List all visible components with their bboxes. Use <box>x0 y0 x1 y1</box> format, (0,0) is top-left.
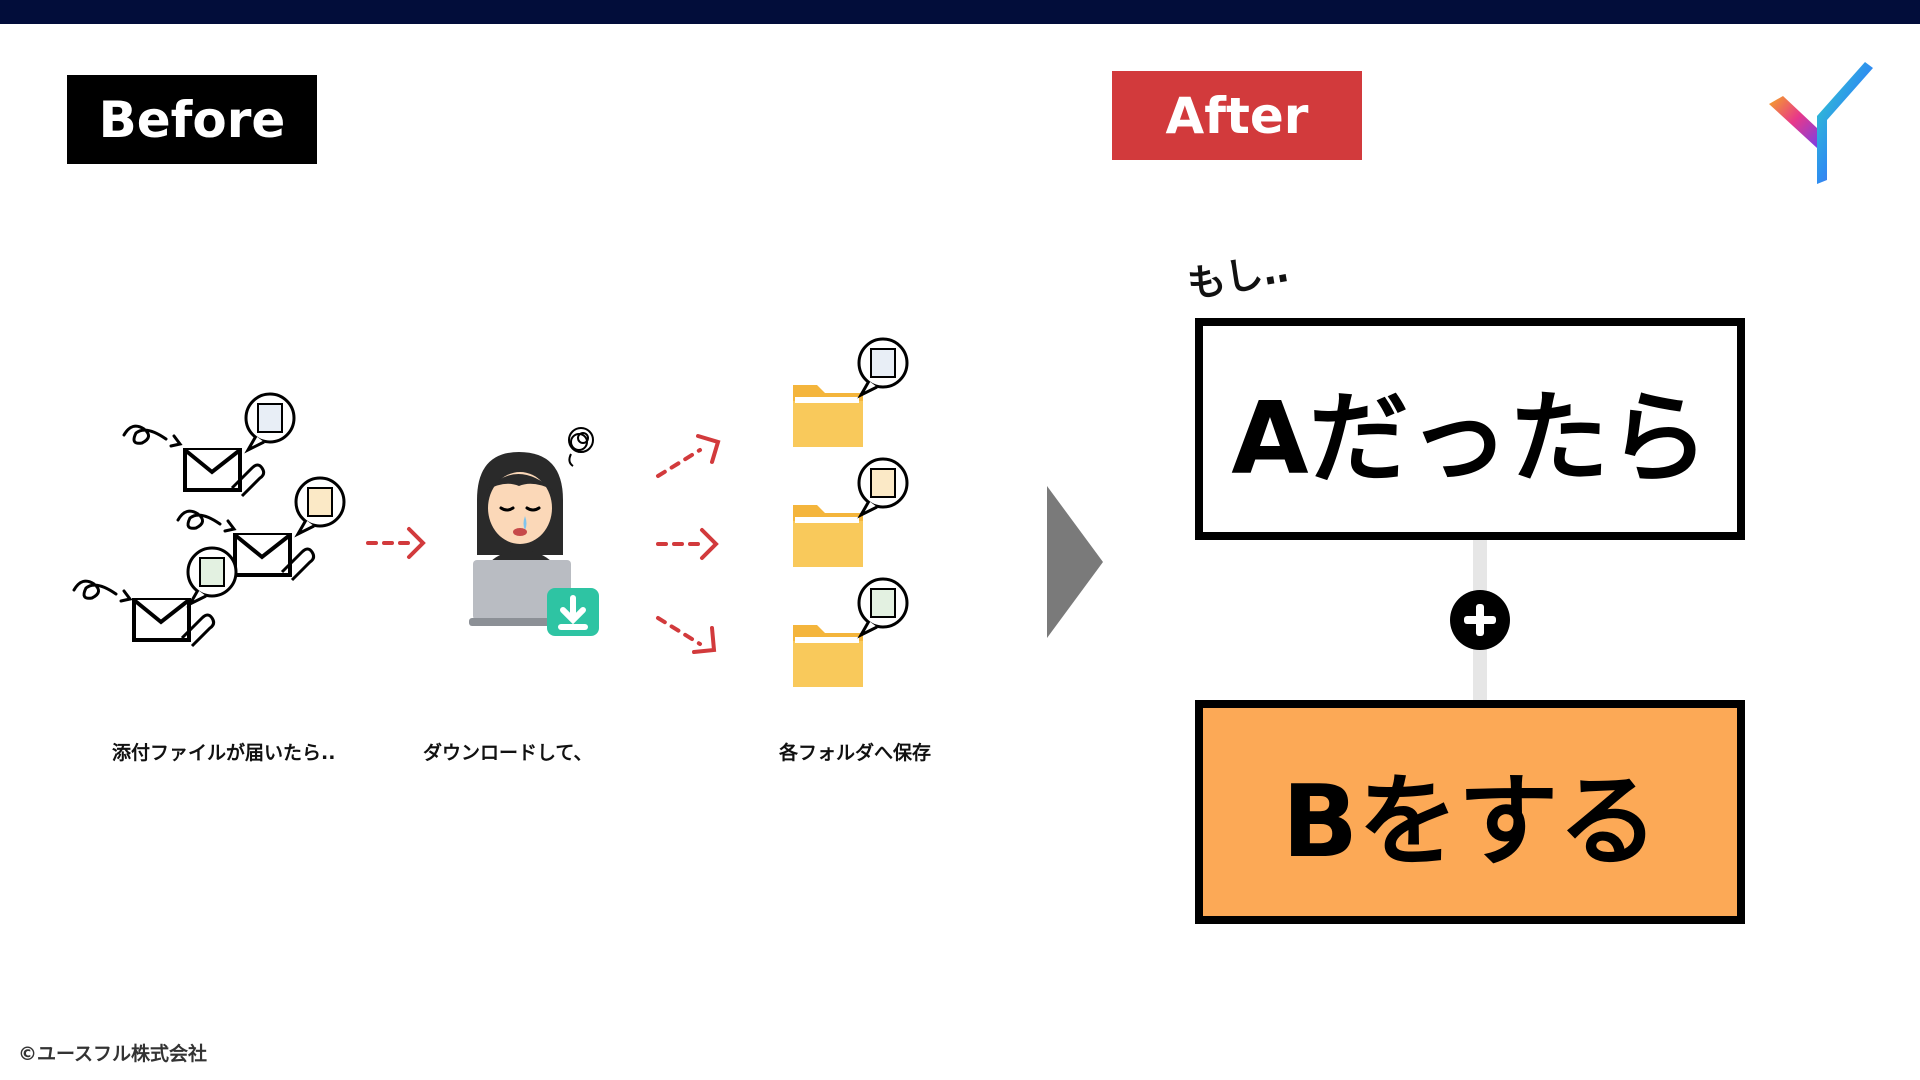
step-caption-save: 各フォルダへ保存 <box>779 742 932 764</box>
condition-prefix: もし‥ <box>1184 246 1292 308</box>
condition-label: Aだったら <box>1231 379 1709 497</box>
step-caption-receive: 添付ファイルが届いたら.. <box>112 742 336 764</box>
before-tag: Before <box>67 75 317 164</box>
action-box: Bをする <box>1195 700 1745 924</box>
top-bar <box>0 0 1920 24</box>
person-laptop-icon <box>469 427 599 636</box>
transition-arrow-icon <box>1047 486 1103 638</box>
flow-arrow-icon <box>366 527 426 559</box>
step-caption-download: ダウンロードして、 <box>423 742 593 764</box>
folders-icon <box>793 337 909 687</box>
plus-icon <box>1450 590 1510 650</box>
brand-logo <box>1769 62 1873 184</box>
copyright-text: ©ユースフル株式会社 <box>18 1043 208 1065</box>
email-attachments-icon <box>72 392 346 648</box>
after-tag: After <box>1112 71 1362 160</box>
action-label: Bをする <box>1281 762 1659 880</box>
condition-box: Aだったら <box>1195 318 1745 540</box>
fan-out-arrows-icon <box>656 434 721 654</box>
